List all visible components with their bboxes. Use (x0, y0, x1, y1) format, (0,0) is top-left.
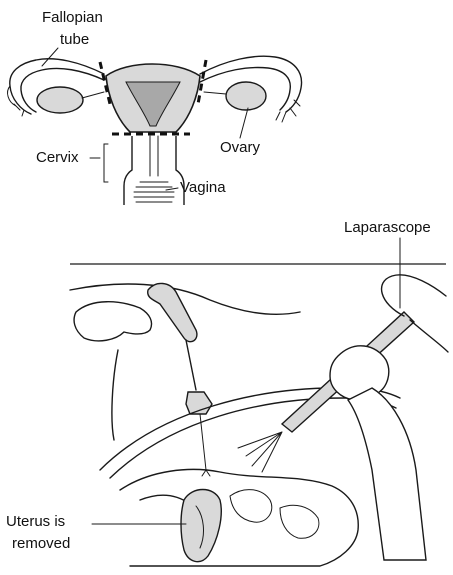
label-vagina: Vagina (180, 179, 226, 196)
label-fallopian-tube-line1: Fallopian (42, 9, 103, 26)
laparoscope-cable (382, 275, 446, 316)
laparoscope-light-rays (238, 432, 282, 472)
uterus-anatomy-diagram: Fallopian tube Ovary Cervix Vagina (8, 9, 302, 205)
right-surgeon-hand (330, 346, 389, 400)
left-instrument-tip (200, 414, 210, 476)
label-ovary: Ovary (220, 139, 261, 156)
right-ovary (226, 82, 266, 110)
label-uterus-removed-line1: Uterus is (6, 513, 65, 530)
vagina-leader (166, 188, 178, 190)
cervix-bracket (90, 144, 108, 182)
fallopian-tube-leader (42, 48, 58, 66)
laparoscopic-procedure-diagram: Laparascope Uterus is removed (6, 219, 448, 566)
label-cervix: Cervix (36, 149, 79, 166)
ovary-leader (240, 108, 248, 138)
pelvic-outline (120, 469, 358, 566)
left-surgeon-hand (74, 302, 151, 341)
label-fallopian-tube-line2: tube (60, 31, 89, 48)
removed-uterus (181, 490, 221, 562)
vagina (134, 182, 174, 202)
surgeon-gown (348, 388, 426, 560)
left-instrument-shaft (186, 340, 196, 390)
left-ovary (37, 87, 83, 113)
label-uterus-removed-line2: removed (12, 535, 70, 552)
label-laparascope: Laparascope (344, 219, 431, 236)
cervix (124, 136, 184, 205)
